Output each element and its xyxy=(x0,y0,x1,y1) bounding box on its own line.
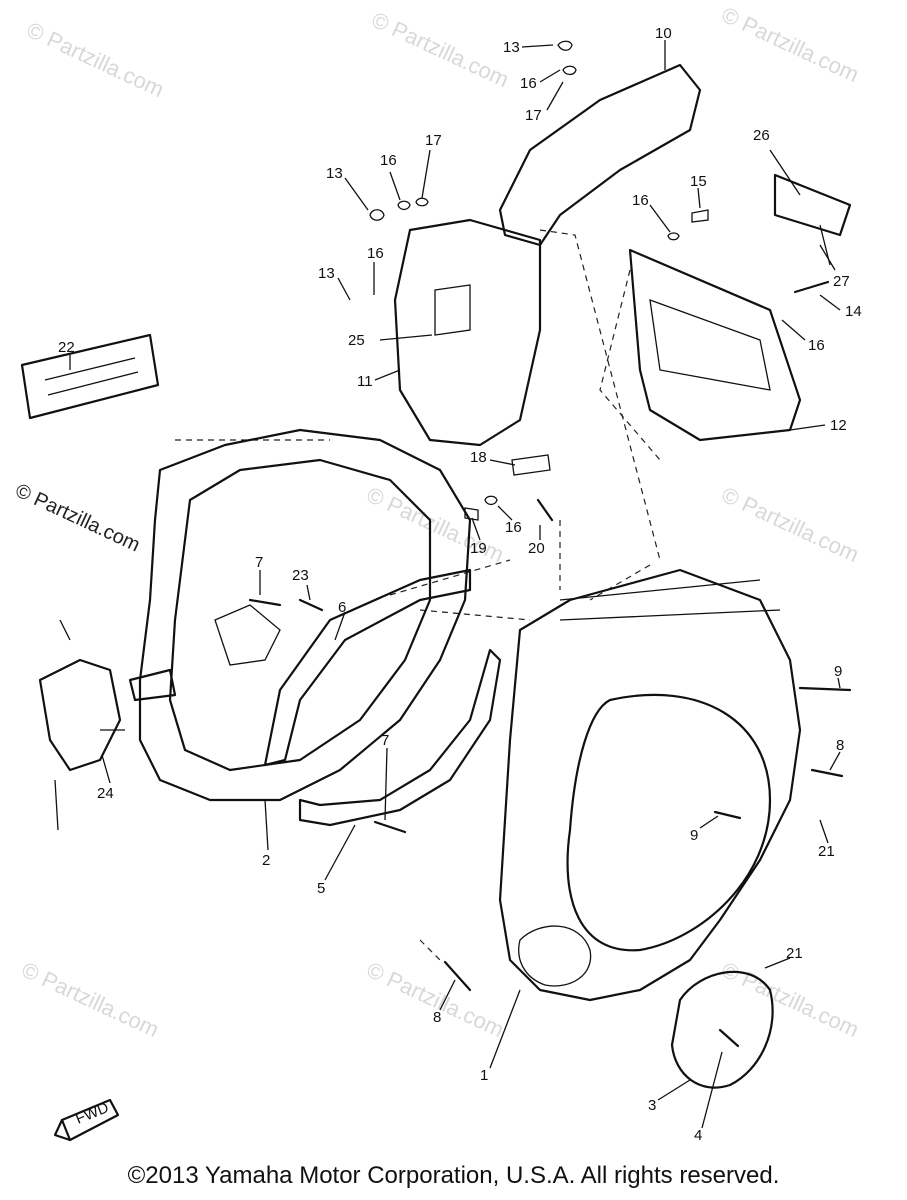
callout-1: 1 xyxy=(480,1067,488,1084)
callout-11: 11 xyxy=(357,373,373,390)
callout-5: 5 xyxy=(317,880,325,897)
callout-17: 17 xyxy=(525,107,542,124)
callout-23: 23 xyxy=(292,567,309,584)
callout-25: 25 xyxy=(348,332,365,349)
part-26-bracket xyxy=(773,173,852,266)
callout-9: 9 xyxy=(690,827,698,844)
callout-20: 20 xyxy=(528,540,545,557)
callout-21: 21 xyxy=(786,945,803,962)
part-6-gasket xyxy=(263,568,472,767)
callouts: 13 16 17 10 13 16 17 13 16 25 11 22 26 1… xyxy=(58,25,862,1144)
callout-7: 7 xyxy=(255,554,263,571)
callout-21: 21 xyxy=(818,843,835,860)
part-22-label-sticker xyxy=(20,333,160,420)
callout-13: 13 xyxy=(326,165,343,182)
callout-22: 22 xyxy=(58,339,75,356)
callout-6: 6 xyxy=(338,599,346,616)
part-12-plate xyxy=(628,248,802,442)
callout-24: 24 xyxy=(97,785,114,802)
callout-9: 9 xyxy=(834,663,842,680)
leader-lines xyxy=(69,40,841,1129)
watermark: © Partzilla.com xyxy=(363,957,508,1042)
callout-17: 17 xyxy=(425,132,442,149)
part-11-cover xyxy=(393,218,542,447)
callout-16: 16 xyxy=(380,152,397,169)
callout-3: 3 xyxy=(648,1097,656,1114)
callout-18: 18 xyxy=(470,449,487,466)
hardware xyxy=(248,40,852,1048)
watermark: © Partzilla.com xyxy=(718,2,863,87)
callout-2: 2 xyxy=(262,852,270,869)
part-10-duct xyxy=(498,63,702,247)
callout-14: 14 xyxy=(845,303,862,320)
callout-15: 15 xyxy=(690,173,707,190)
callout-16: 16 xyxy=(505,519,522,536)
callout-8: 8 xyxy=(433,1009,441,1026)
callout-8: 8 xyxy=(836,737,844,754)
watermark: © Partzilla.com xyxy=(368,7,513,92)
callout-4: 4 xyxy=(694,1127,702,1144)
callout-10: 10 xyxy=(655,25,672,42)
callout-16: 16 xyxy=(632,192,649,209)
callout-16: 16 xyxy=(520,75,537,92)
fwd-arrow: FWD xyxy=(53,1098,120,1142)
callout-27: 27 xyxy=(833,273,850,290)
callout-13: 13 xyxy=(503,39,520,56)
callout-19: 19 xyxy=(470,540,487,557)
callout-26: 26 xyxy=(753,127,770,144)
copyright-notice: ©2013 Yamaha Motor Corporation, U.S.A. A… xyxy=(127,1162,780,1189)
part-1-housing xyxy=(498,568,802,1002)
watermark: © Partzilla.com xyxy=(23,17,168,102)
callout-16: 16 xyxy=(808,337,825,354)
callout-7: 7 xyxy=(381,732,389,749)
part-2-shroud xyxy=(128,428,472,802)
watermarks: © Partzilla.com © Partzilla.com © Partzi… xyxy=(12,2,863,1042)
part-3-cover xyxy=(670,970,774,1089)
watermark: © Partzilla.com xyxy=(18,957,163,1042)
watermark: © Partzilla.com xyxy=(718,957,863,1042)
part-24-bracket xyxy=(38,619,125,831)
callout-13: 13 xyxy=(318,265,335,282)
callout-16: 16 xyxy=(367,245,384,262)
callout-12: 12 xyxy=(830,417,847,434)
watermark-dark: © Partzilla.com xyxy=(12,480,143,557)
part-5-gasket xyxy=(298,648,502,827)
fwd-label: FWD xyxy=(73,1099,111,1128)
watermark: © Partzilla.com xyxy=(718,482,863,567)
